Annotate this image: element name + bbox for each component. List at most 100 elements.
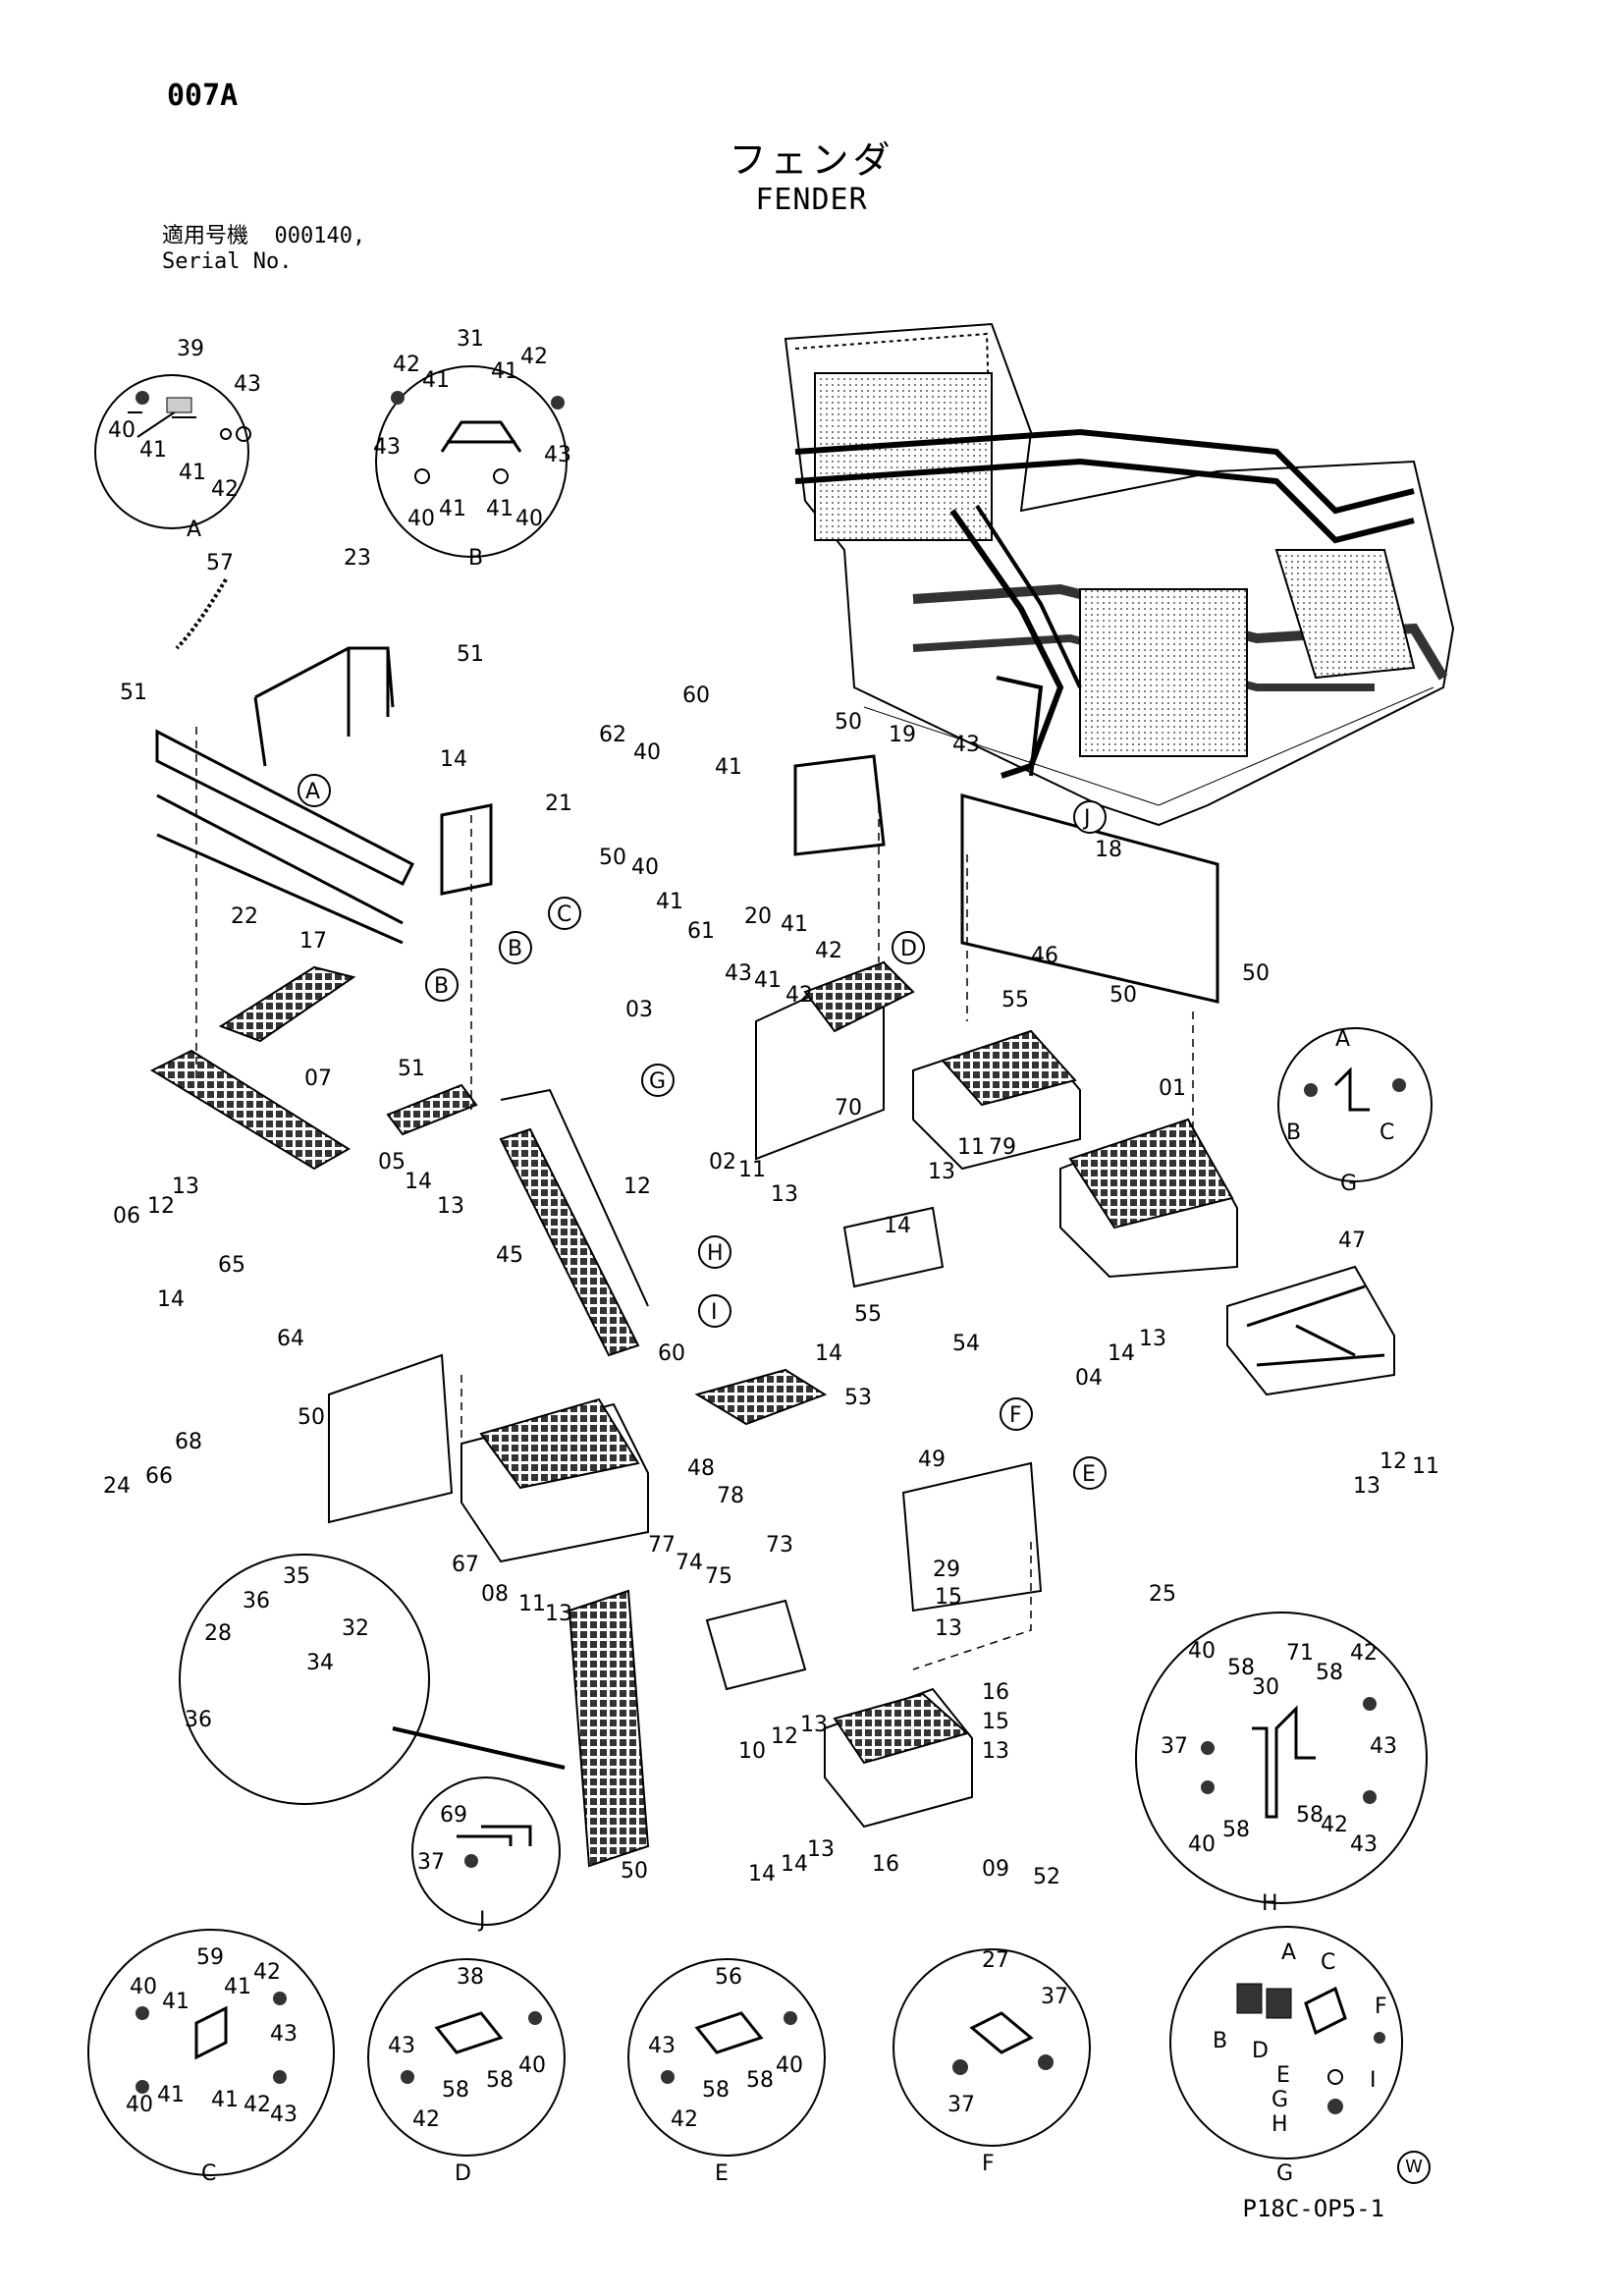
callout-j: J — [1073, 800, 1107, 834]
part-number-label: 15 — [935, 1585, 962, 1610]
part-number-label: 41 — [781, 912, 808, 937]
part-number-label: 54 — [952, 1332, 980, 1356]
label-i-37: B — [1286, 1121, 1301, 1145]
part-number-label: 11 — [957, 1135, 985, 1160]
part-number-label: 51 — [120, 681, 147, 705]
label-b-40: 40 — [407, 507, 435, 531]
part-number-label: 50 — [835, 710, 862, 735]
callout-c: C — [548, 897, 581, 930]
detail-view-b-name: B — [468, 546, 483, 571]
label-g-letter-i: I — [1370, 2068, 1377, 2093]
part-number-label: 03 — [625, 998, 653, 1022]
parts-geometry — [149, 577, 1395, 1868]
label-e-58b: 58 — [746, 2068, 774, 2093]
detail-view-j: 69 37 J — [411, 1777, 561, 1933]
part-number-label: 60 — [658, 1341, 685, 1366]
detail-view-i: A B C G — [1277, 1027, 1433, 1196]
part-number-label: 55 — [854, 1302, 882, 1327]
part-number-label: 43 — [725, 961, 752, 986]
part-number-label: 14 — [1108, 1341, 1135, 1366]
part-number-label: 12 — [1380, 1449, 1407, 1474]
label-h-58: 58 — [1227, 1656, 1255, 1680]
part-number-label: 50 — [621, 1859, 648, 1884]
part-number-label: 50 — [1109, 983, 1137, 1008]
part-number-label: 35 — [283, 1564, 310, 1589]
label-g-letter-e: E — [1276, 2063, 1290, 2088]
label-c-41: 41 — [162, 1990, 189, 2014]
part-number-label: 09 — [982, 1857, 1009, 1882]
label-e-43: 43 — [648, 2034, 676, 2058]
part-number-label: 41 — [656, 890, 683, 914]
part-number-label: 10 — [738, 1739, 766, 1764]
detail-view-h-name: H — [1262, 1891, 1278, 1916]
callout-markers: A B B C D G H I J F E — [298, 774, 1107, 1490]
label-e-40: 40 — [776, 2053, 803, 2078]
part-number-label: 32 — [342, 1616, 369, 1641]
label-d-40: 40 — [518, 2053, 546, 2078]
part-number-label: 17 — [299, 929, 327, 954]
part-number-label: 12 — [771, 1724, 798, 1749]
part-number-label: 29 — [933, 1558, 960, 1582]
label-f-27: 27 — [982, 1948, 1009, 1973]
label-e-56: 56 — [715, 1965, 742, 1990]
label-a-39: 39 — [177, 337, 204, 361]
part-number-label: 16 — [982, 1680, 1009, 1705]
part-number-label: 11 — [518, 1592, 546, 1616]
detail-view-e-name: E — [715, 2161, 729, 2186]
label-c-41c: 41 — [157, 2083, 185, 2107]
part-number-label: 36 — [243, 1589, 270, 1613]
label-h-30: 30 — [1252, 1675, 1279, 1700]
callout-f: F — [1000, 1397, 1033, 1431]
part-number-label: 66 — [145, 1464, 173, 1489]
callout-i: I — [698, 1294, 731, 1328]
part-number-label: 13 — [437, 1194, 464, 1219]
part-number-label: 75 — [705, 1564, 732, 1589]
part-number-label: 11 — [1412, 1454, 1439, 1479]
part-number-label: 20 — [744, 904, 772, 929]
part-number-label: 13 — [771, 1182, 798, 1207]
part-number-label: 14 — [781, 1852, 808, 1877]
label-j-69: 69 — [440, 1803, 467, 1828]
part-number-label: 73 — [766, 1533, 793, 1558]
watermark-badge: W — [1397, 2151, 1431, 2184]
label-h-40b: 40 — [1188, 1832, 1216, 1857]
part-number-label: 11 — [738, 1158, 766, 1182]
part-number-label: 40 — [633, 740, 661, 765]
callout-d: D — [892, 931, 925, 964]
applicable-label: 適用号機 — [162, 224, 249, 248]
part-number-label: 57 — [206, 551, 234, 575]
callout-a: A — [298, 774, 331, 807]
part-number-label: 13 — [545, 1602, 572, 1626]
part-number-label: 55 — [1001, 988, 1029, 1012]
callout-h: H — [698, 1235, 731, 1269]
detail-view-c-name: C — [201, 2161, 216, 2186]
part-number-label: 53 — [844, 1386, 872, 1410]
callout-g-label: G — [649, 1069, 666, 1094]
label-h-58c: 58 — [1222, 1818, 1250, 1842]
part-number-label: 46 — [1031, 944, 1058, 968]
label-g-letter-f: F — [1375, 1995, 1387, 2019]
callout-e-label: E — [1082, 1462, 1096, 1487]
label-c-59: 59 — [196, 1945, 224, 1970]
page-title-japanese: フェンダ — [729, 138, 894, 182]
part-number-label: 13 — [172, 1175, 199, 1199]
label-h-58d: 58 — [1296, 1803, 1324, 1828]
part-number-label: 61 — [687, 919, 715, 944]
part-number-label: 49 — [918, 1448, 946, 1472]
label-b-42: 42 — [393, 353, 420, 377]
detail-view-c: 59 40 41 41 42 43 40 41 41 42 43 C — [87, 1929, 335, 2186]
part-number-label: 79 — [989, 1135, 1016, 1160]
callout-e: E — [1073, 1456, 1107, 1490]
detail-view-h: 40 58 30 71 58 42 37 43 40 58 58 42 43 H — [1135, 1612, 1428, 1916]
part-number-label: 13 — [935, 1616, 962, 1641]
part-number-label: 48 — [687, 1456, 715, 1481]
detail-view-d: 38 43 58 58 40 42 D — [367, 1958, 566, 2186]
part-number-label: 40 — [631, 855, 659, 880]
page-title: FENDER — [755, 183, 868, 217]
detail-view-b: 31 42 41 41 42 43 43 40 41 41 40 B — [373, 327, 571, 571]
part-number-label: 34 — [306, 1651, 334, 1675]
part-number-label: 04 — [1075, 1366, 1103, 1391]
label-g-letter-b: B — [1213, 2029, 1227, 2053]
label-b-41c: 41 — [439, 497, 466, 521]
